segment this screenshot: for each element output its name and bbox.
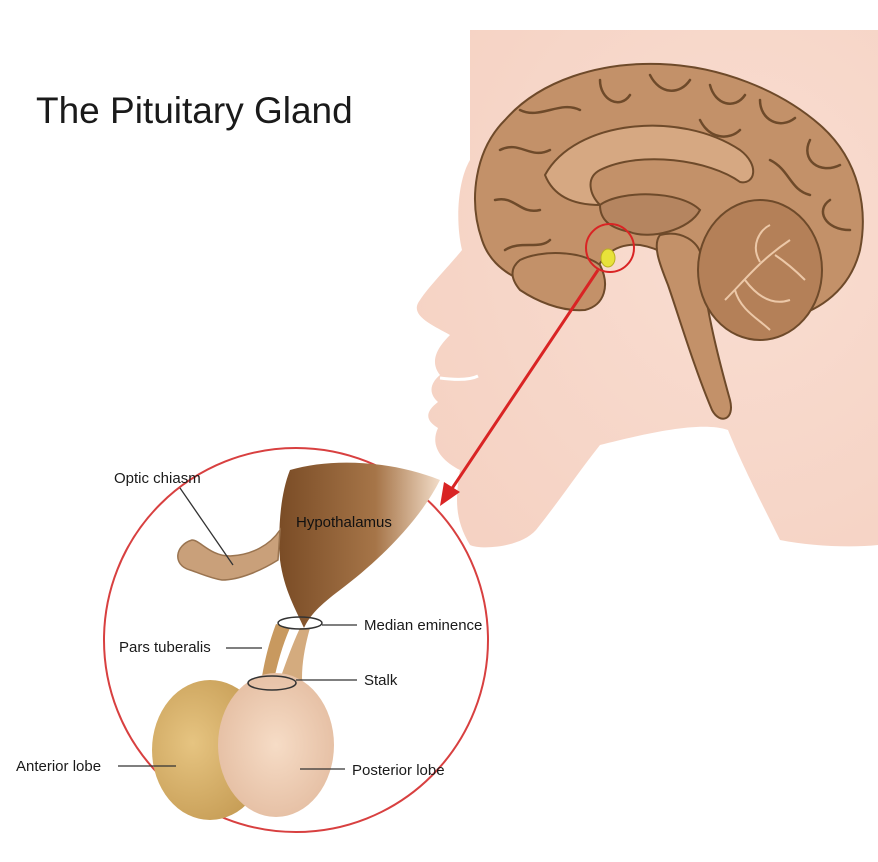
arrow-head bbox=[440, 482, 460, 506]
posterior-lobe bbox=[218, 673, 334, 817]
label-hypothalamus: Hypothalamus bbox=[296, 514, 392, 531]
label-stalk: Stalk bbox=[364, 672, 398, 689]
cerebellum bbox=[698, 200, 822, 340]
label-median-eminence: Median eminence bbox=[364, 617, 482, 634]
label-anterior-lobe: Anterior lobe bbox=[16, 758, 101, 775]
label-optic-chiasm: Optic chiasm bbox=[114, 470, 201, 487]
label-pars-tuberalis: Pars tuberalis bbox=[119, 639, 211, 656]
label-posterior-lobe: Posterior lobe bbox=[352, 762, 445, 779]
pituitary-highlight bbox=[601, 249, 615, 267]
diagram-title: The Pituitary Gland bbox=[36, 90, 353, 131]
